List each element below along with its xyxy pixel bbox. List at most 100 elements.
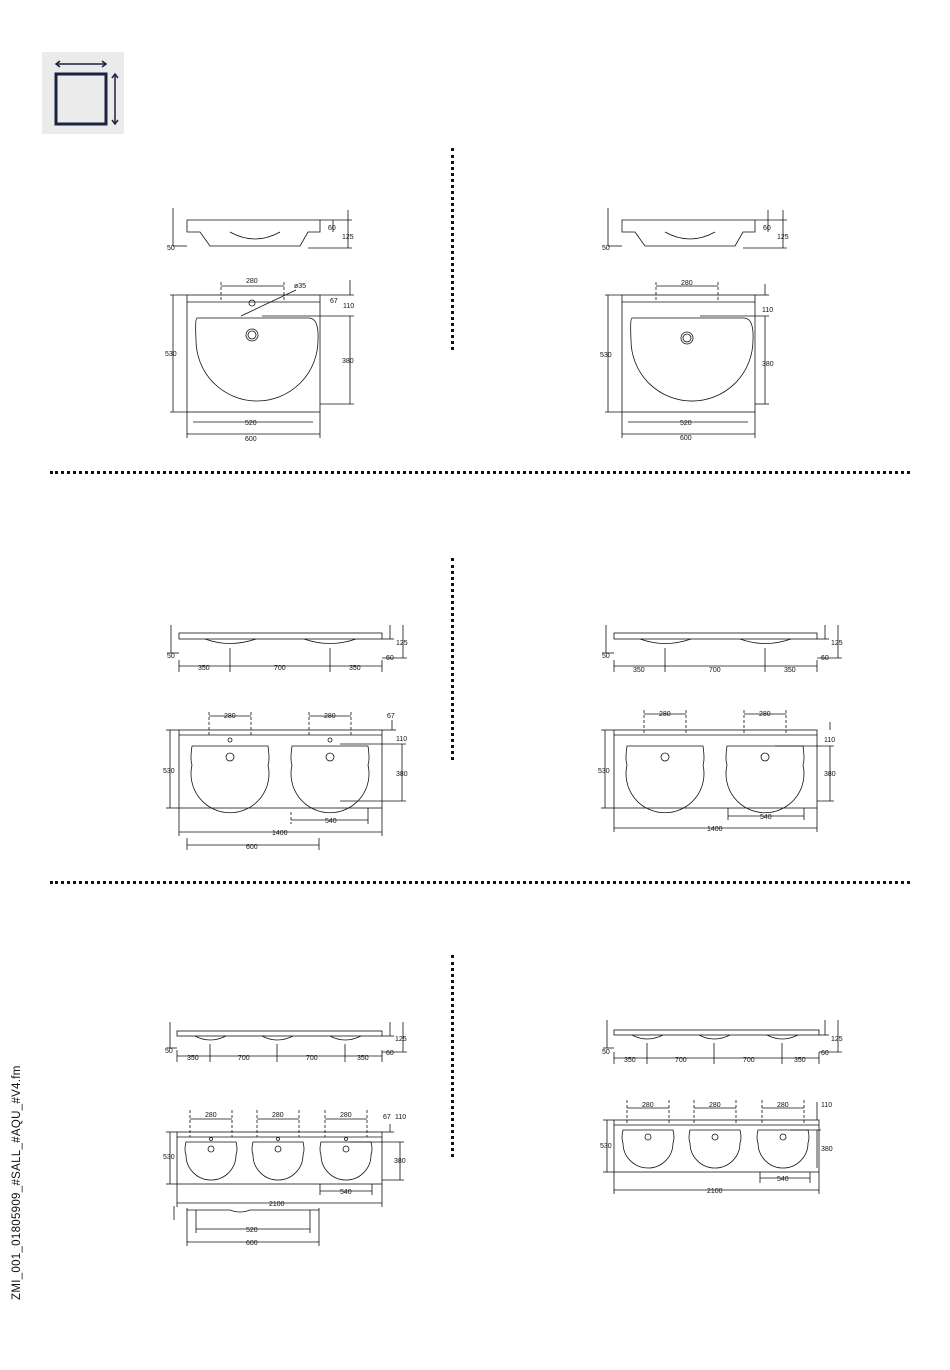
dim-110: 110 bbox=[762, 307, 773, 314]
dim-530: 530 bbox=[600, 1143, 612, 1150]
basin-side-profile bbox=[178, 632, 383, 640]
dim-60: 60 bbox=[821, 655, 829, 662]
file-reference-text: ZMI_001_01805909_#SALL_#AQU_#V4.fm bbox=[11, 1065, 23, 1300]
horizontal-separator-1 bbox=[50, 471, 910, 474]
basin-top-outline bbox=[178, 729, 383, 809]
basin-top-outline bbox=[613, 1119, 820, 1173]
dim-700: 700 bbox=[709, 667, 721, 674]
dim-380: 380 bbox=[342, 358, 354, 365]
dim-540: 540 bbox=[777, 1176, 789, 1183]
dim-110: 110 bbox=[821, 1102, 832, 1109]
dim-diameter-35: ø35 bbox=[294, 283, 306, 290]
dim-110: 110 bbox=[396, 736, 407, 743]
file-reference: ZMI_001_01805909_#SALL_#AQU_#V4.fm bbox=[0, 1050, 23, 1300]
dim-125: 125 bbox=[342, 234, 354, 241]
dim-530: 530 bbox=[163, 1154, 175, 1161]
dim-280-left: 280 bbox=[224, 713, 236, 720]
dim-50: 50 bbox=[602, 245, 610, 252]
dim-60: 60 bbox=[386, 1050, 394, 1057]
dim-50: 50 bbox=[602, 653, 610, 660]
dim-350-right: 350 bbox=[794, 1057, 806, 1064]
horizontal-separator-2 bbox=[50, 881, 910, 884]
dim-50: 50 bbox=[165, 1048, 173, 1055]
basin-top-outline bbox=[176, 1131, 383, 1185]
dim-540: 540 bbox=[325, 818, 337, 825]
dim-700-right: 700 bbox=[306, 1055, 318, 1062]
dim-600: 600 bbox=[246, 1240, 258, 1247]
dim-540: 540 bbox=[340, 1189, 352, 1196]
dim-600: 600 bbox=[680, 435, 692, 442]
basin-side-profile bbox=[176, 1030, 383, 1037]
dim-280-left: 280 bbox=[642, 1102, 654, 1109]
dim-530: 530 bbox=[600, 352, 612, 359]
dim-530: 530 bbox=[165, 351, 177, 358]
dim-520: 520 bbox=[246, 1227, 258, 1234]
basin-top-outline bbox=[621, 294, 756, 413]
bowl-left bbox=[184, 1141, 238, 1181]
basin-side-profile bbox=[613, 1029, 820, 1036]
vertical-separator-3 bbox=[451, 955, 454, 1157]
bowl-right bbox=[725, 745, 805, 814]
bowl-left bbox=[190, 745, 270, 814]
dim-540: 540 bbox=[760, 814, 772, 821]
dim-600: 600 bbox=[245, 436, 257, 443]
vertical-separator-2 bbox=[451, 558, 454, 760]
dim-520: 520 bbox=[680, 420, 692, 427]
dim-530: 530 bbox=[163, 768, 175, 775]
dim-125: 125 bbox=[396, 640, 408, 647]
dim-350-right: 350 bbox=[349, 665, 361, 672]
dim-600: 600 bbox=[246, 844, 258, 851]
basin-side-profile bbox=[613, 632, 818, 640]
dim-700-right: 700 bbox=[743, 1057, 755, 1064]
dim-280-left: 280 bbox=[659, 711, 671, 718]
dim-350-left: 350 bbox=[187, 1055, 199, 1062]
dimensions-icon bbox=[42, 52, 124, 134]
dim-350-right: 350 bbox=[784, 667, 796, 674]
dim-110: 110 bbox=[343, 303, 354, 310]
dim-350-right: 350 bbox=[357, 1055, 369, 1062]
bowl-right bbox=[756, 1129, 810, 1169]
bowl-middle bbox=[251, 1141, 305, 1181]
dim-380: 380 bbox=[396, 771, 408, 778]
dim-280-right: 280 bbox=[777, 1102, 789, 1109]
dim-67: 67 bbox=[383, 1114, 391, 1121]
basin-bowl bbox=[630, 317, 754, 402]
dim-280-middle: 280 bbox=[709, 1102, 721, 1109]
dim-380: 380 bbox=[394, 1158, 406, 1165]
basin-side-profile bbox=[186, 219, 321, 247]
dim-67: 67 bbox=[330, 298, 338, 305]
dim-60: 60 bbox=[821, 1050, 829, 1057]
dim-110: 110 bbox=[824, 737, 835, 744]
basin-top-outline bbox=[186, 294, 321, 413]
basin-side-profile bbox=[621, 219, 756, 247]
dim-350-left: 350 bbox=[633, 667, 645, 674]
dim-380: 380 bbox=[762, 361, 774, 368]
bowl-left bbox=[621, 1129, 675, 1169]
dim-700-left: 700 bbox=[238, 1055, 250, 1062]
bowl-right bbox=[319, 1141, 373, 1181]
dim-520: 520 bbox=[245, 420, 257, 427]
bowl-middle bbox=[688, 1129, 742, 1169]
dim-110: 110 bbox=[395, 1114, 406, 1121]
dim-2100: 2100 bbox=[269, 1201, 285, 1208]
dim-125: 125 bbox=[777, 234, 789, 241]
dim-380: 380 bbox=[824, 771, 836, 778]
dim-350-left: 350 bbox=[198, 665, 210, 672]
dim-280-right: 280 bbox=[759, 711, 771, 718]
dim-280: 280 bbox=[681, 280, 693, 287]
dim-125: 125 bbox=[831, 1036, 843, 1043]
dim-67: 67 bbox=[387, 713, 395, 720]
dim-280-left: 280 bbox=[205, 1112, 217, 1119]
dim-50: 50 bbox=[167, 653, 175, 660]
dim-380: 380 bbox=[821, 1146, 833, 1153]
dim-280-middle: 280 bbox=[272, 1112, 284, 1119]
dim-280: 280 bbox=[246, 278, 258, 285]
bowl-right bbox=[290, 745, 370, 814]
dim-280-right: 280 bbox=[340, 1112, 352, 1119]
dim-50: 50 bbox=[602, 1049, 610, 1056]
basin-bowl bbox=[195, 317, 319, 402]
basin-top-outline bbox=[613, 729, 818, 809]
dim-2100: 2100 bbox=[707, 1188, 723, 1195]
dim-60: 60 bbox=[763, 225, 771, 232]
dim-280-right: 280 bbox=[324, 713, 336, 720]
